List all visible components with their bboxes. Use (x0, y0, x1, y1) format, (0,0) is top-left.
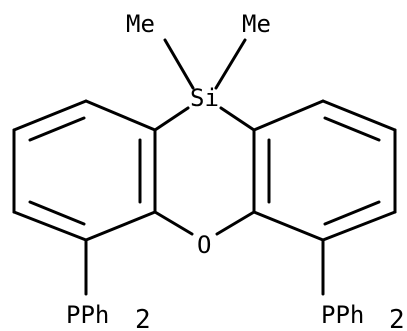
phosphine-left-label: PPh (66, 301, 109, 329)
bonds (12, 38, 397, 296)
bond-left-ring-oxygen (153, 210, 194, 236)
bond-left-ring-5 (84, 210, 157, 242)
bond-right-ring-4 (321, 210, 397, 242)
methyl-right-label: Me (242, 10, 271, 38)
bond-right-ring-double-bottom (323, 200, 381, 226)
bond-right-ring-double-top (323, 116, 381, 142)
bond-right-ring-1 (252, 99, 325, 132)
bond-si-methyl-right (214, 38, 247, 90)
bond-left-ring-double-bottom (28, 200, 86, 226)
phosphine-right-subscript: 2 (389, 305, 405, 331)
bond-si-right-ring (219, 106, 256, 132)
bond-si-left-ring (153, 106, 190, 132)
bond-right-ring-5 (252, 210, 325, 242)
bond-right-ring-oxygen (215, 210, 256, 236)
bond-left-ring-4 (12, 210, 88, 242)
bond-right-ring-2 (321, 99, 397, 132)
methyl-left-label: Me (126, 10, 155, 38)
bond-left-ring-2 (12, 99, 88, 132)
atom-labels: Me Me Si O PPh 2 PPh 2 (66, 10, 405, 331)
silicon-label: Si (190, 84, 219, 112)
phosphine-right-label: PPh (321, 301, 364, 329)
oxygen-label: O (197, 231, 211, 259)
bond-si-methyl-left (163, 38, 195, 90)
phosphine-left-subscript: 2 (135, 305, 151, 331)
bond-left-ring-double-top (28, 116, 86, 142)
bond-left-ring-1 (84, 99, 157, 132)
